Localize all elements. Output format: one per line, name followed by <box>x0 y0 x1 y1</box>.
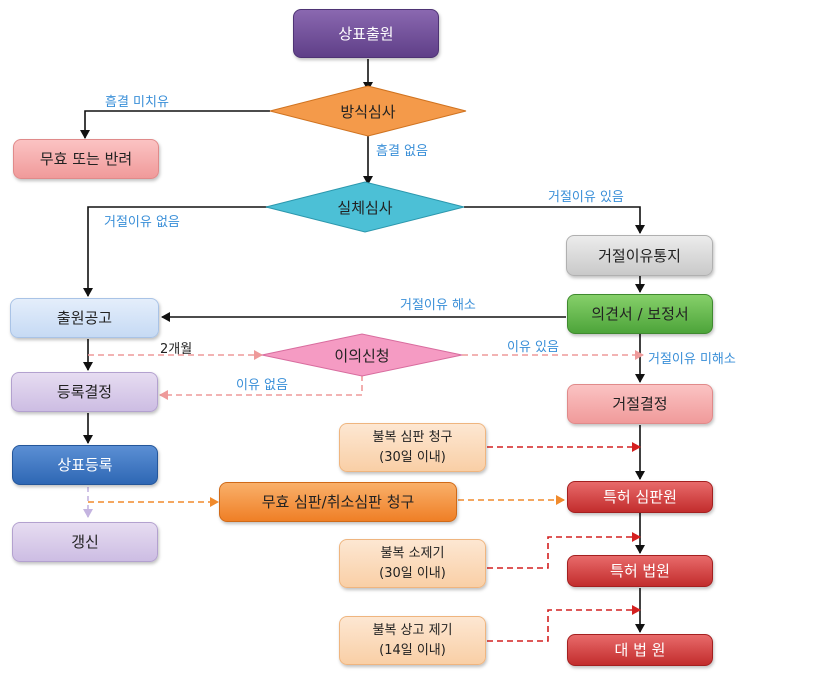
suit-filing-line2: (30일 이내) <box>379 565 446 581</box>
final-appeal-line2: (14일 이내) <box>379 642 446 658</box>
refusal-decision-box: 거절결정 <box>567 384 713 424</box>
substantive-exam-diamond <box>265 181 465 233</box>
arrow-substantive-to-publication <box>83 206 268 297</box>
label-no-defect: 흠결 없음 <box>376 144 428 159</box>
refusal-notice-box: 거절이유통지 <box>566 235 713 276</box>
suit-filing-box: 불복 소제기 (30일 이내) <box>339 539 486 588</box>
renewal-box: 갱신 <box>12 522 158 562</box>
supreme-court-label: 대 법 원 <box>614 641 666 659</box>
appeal-request-line2: (30일 이내) <box>379 449 446 465</box>
patent-tribunal-label: 특허 심판원 <box>603 488 677 506</box>
registration-decision-box: 등록결정 <box>11 372 158 412</box>
opposition-label: 이의신청 <box>334 346 390 365</box>
invalidation-trial-box: 무효 심판/취소심판 청구 <box>219 482 457 522</box>
appeal-request-line1: 불복 심판 청구 <box>372 429 453 445</box>
opinion-amendment-label: 의견서 / 보정서 <box>591 305 689 323</box>
trademark-registration-label: 상표등록 <box>57 456 113 474</box>
arrow-substantive-to-notice <box>464 206 645 234</box>
arrow-opposition-to-registration-decision <box>159 375 363 400</box>
final-appeal-line1: 불복 상고 제기 <box>372 622 453 638</box>
refusal-notice-label: 거절이유통지 <box>598 246 681 265</box>
opposition-diamond <box>261 333 463 377</box>
patent-court-label: 특허 법원 <box>610 562 670 580</box>
formality-exam-label: 방식심사 <box>340 102 396 121</box>
formality-exam-diamond <box>269 85 467 137</box>
opinion-amendment-box: 의견서 / 보정서 <box>567 294 713 334</box>
trademark-registration-box: 상표등록 <box>12 445 158 485</box>
supreme-court-box: 대 법 원 <box>567 634 713 666</box>
patent-tribunal-box: 특허 심판원 <box>567 481 713 513</box>
publication-label: 출원공고 <box>56 309 113 327</box>
patent-court-box: 특허 법원 <box>567 555 713 587</box>
label-no-refusal-reason: 거절이유 없음 <box>104 215 180 230</box>
registration-decision-label: 등록결정 <box>56 383 113 401</box>
renewal-label: 갱신 <box>71 533 99 551</box>
trademark-application-box: 상표출원 <box>293 9 439 58</box>
invalid-or-return-box: 무효 또는 반려 <box>13 139 159 179</box>
suit-filing-line1: 불복 소제기 <box>380 545 445 561</box>
refusal-decision-label: 거절결정 <box>612 395 668 413</box>
publication-box: 출원공고 <box>10 298 159 338</box>
substantive-exam-label: 실체심사 <box>337 198 393 217</box>
label-two-months: 2개월 <box>160 342 193 357</box>
label-defect-unresolved: 흠결 미치유 <box>105 95 169 110</box>
label-refusal-resolved: 거절이유 해소 <box>400 298 476 313</box>
arrow-suit-to-court <box>487 532 641 569</box>
label-refusal-reason-exists: 거절이유 있음 <box>548 190 624 205</box>
label-refusal-unresolved: 거절이유 미해소 <box>648 352 736 367</box>
arrow-formality-to-invalid <box>80 110 270 139</box>
trademark-application-label: 상표출원 <box>338 24 394 43</box>
label-reason-exists: 이유 있음 <box>507 340 559 355</box>
label-no-reason: 이유 없음 <box>236 378 288 393</box>
final-appeal-box: 불복 상고 제기 (14일 이내) <box>339 616 486 665</box>
invalid-or-return-label: 무효 또는 반려 <box>39 150 133 168</box>
invalidation-trial-label: 무효 심판/취소심판 청구 <box>261 493 415 511</box>
arrow-final-appeal-to-supreme <box>487 605 641 642</box>
appeal-request-box: 불복 심판 청구 (30일 이내) <box>339 423 486 472</box>
